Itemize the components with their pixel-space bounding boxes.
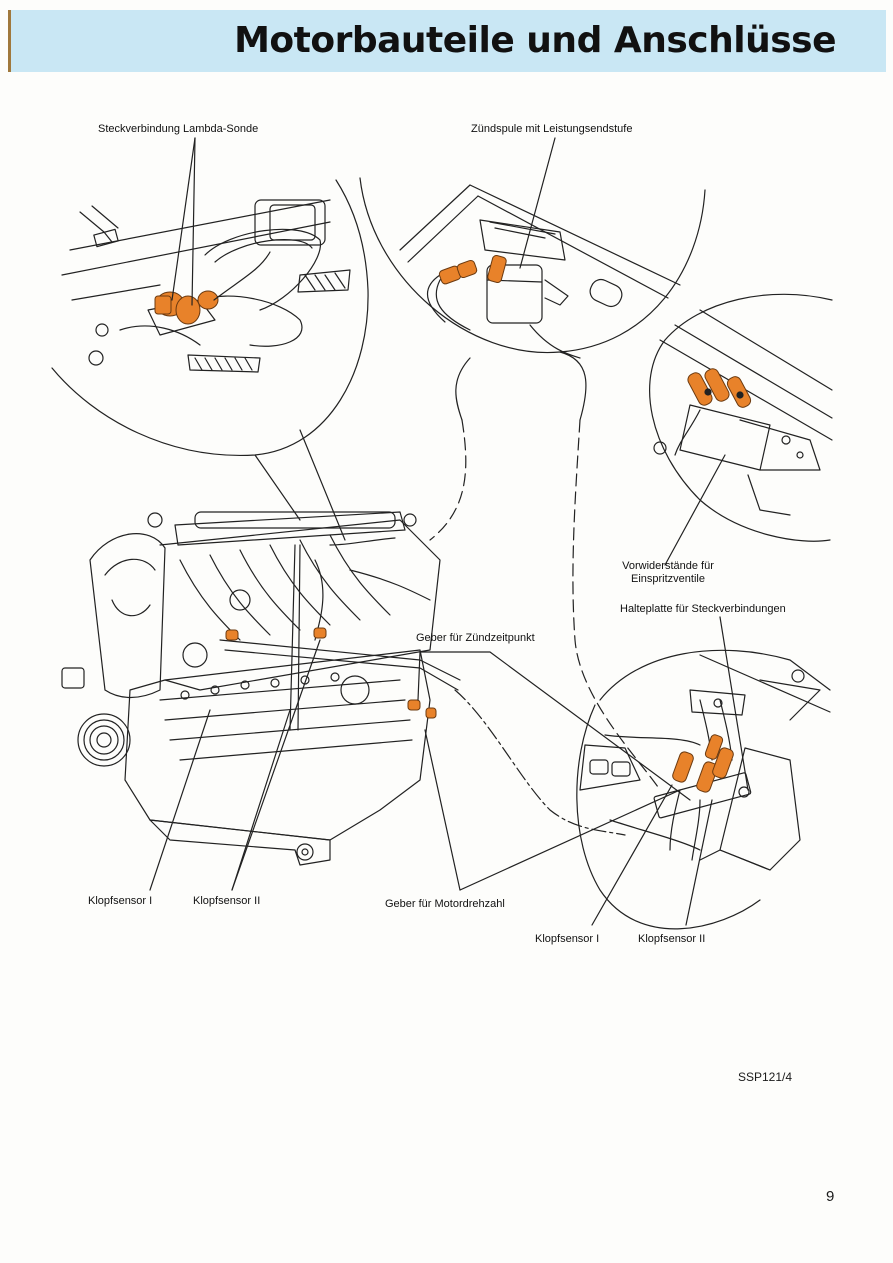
label-resistors-line2: Einspritzventile xyxy=(631,573,705,585)
label-knock-sensor-1-left: Klopfsensor I xyxy=(88,895,153,907)
page-header: Motorbauteile und Anschlüsse xyxy=(8,10,886,72)
label-knock-sensor-2-left: Klopfsensor II xyxy=(193,895,261,907)
detail-bracket xyxy=(576,649,831,930)
detail-resistors xyxy=(649,293,833,542)
header-edge xyxy=(8,10,11,72)
page-number: 9 xyxy=(826,1188,835,1205)
label-lambda-connector: Steckverbindung Lambda-Sonde xyxy=(98,123,259,135)
detail-lambda-connector xyxy=(51,179,369,457)
leader-lines xyxy=(149,137,749,926)
label-ignition-coil: Zündspule mit Leistungsendstufe xyxy=(471,123,633,135)
figure-code: SSP121/4 xyxy=(738,1070,793,1084)
label-rpm-sender: Geber für Motordrehzahl xyxy=(385,898,505,910)
label-resistors-line1: Vorwiderstände für xyxy=(622,560,714,572)
detail-ignition-coil xyxy=(359,177,706,421)
label-knock-sensor-2-right: Klopfsensor II xyxy=(638,933,706,945)
label-mounting-plate: Halteplatte für Steckverbindungen xyxy=(620,603,786,615)
page-title: Motorbauteile und Anschlüsse xyxy=(234,20,836,61)
label-knock-sensor-1-right: Klopfsensor I xyxy=(535,933,600,945)
label-ignition-timing-sender: Geber für Zündzeitpunkt xyxy=(416,632,535,644)
engine-block xyxy=(61,511,461,866)
